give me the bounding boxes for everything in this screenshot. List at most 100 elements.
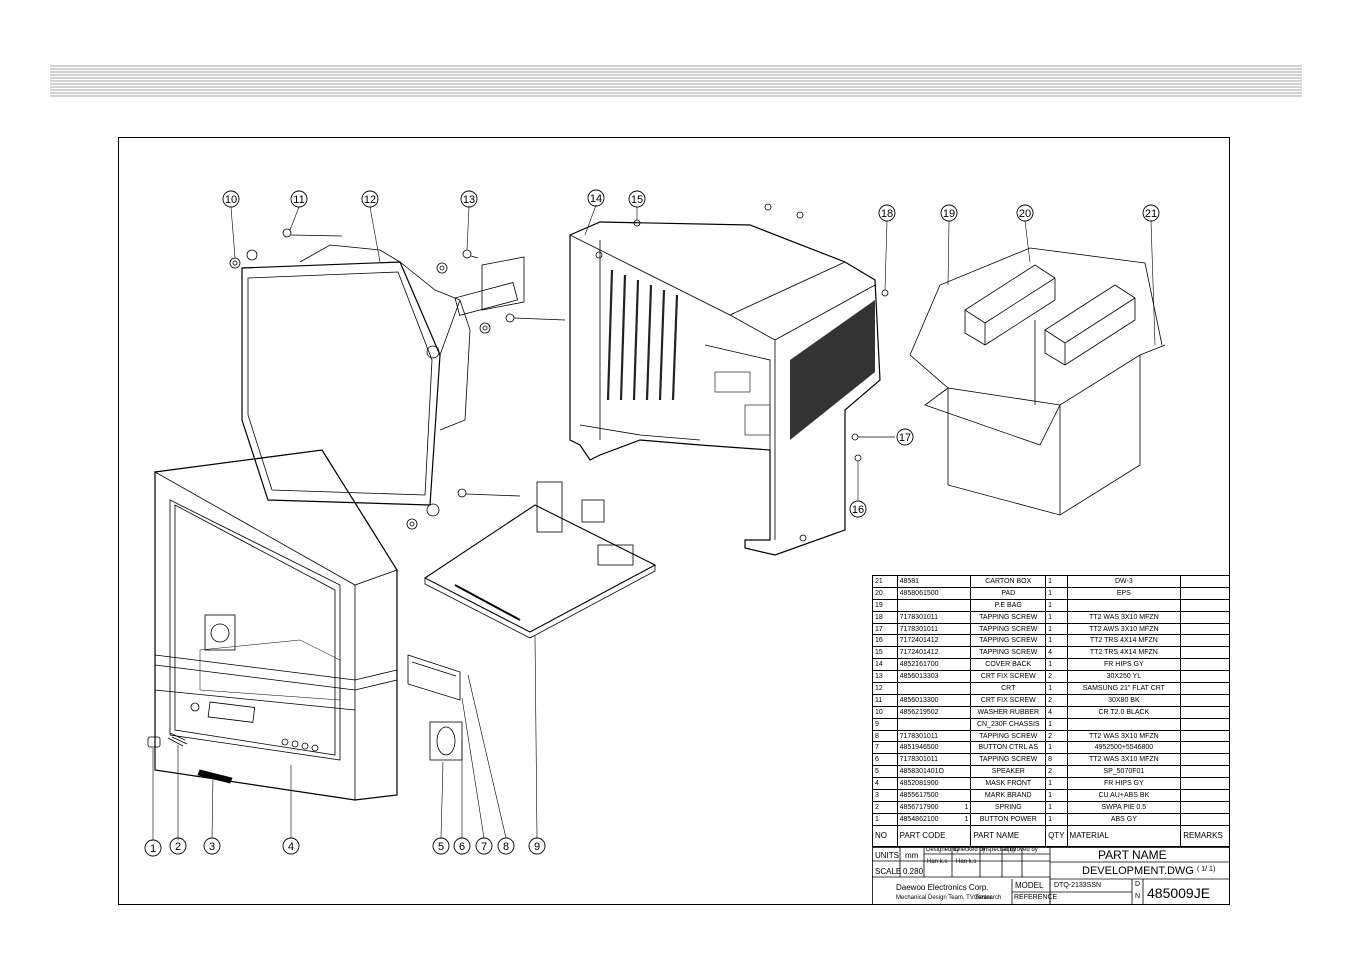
parts-cell-code <box>896 717 972 731</box>
parts-cell-remarks <box>1180 670 1230 684</box>
inspected-by-label: Inspected by <box>982 847 1017 853</box>
parts-cell-qty: 1 <box>1045 598 1068 612</box>
parts-cell-name: TAPPING SCREW <box>970 753 1047 767</box>
title-block-grid <box>872 847 1230 905</box>
parts-cell-material: 30X80 BK <box>1066 693 1182 707</box>
drawing-number: 485009JE <box>1147 885 1211 901</box>
chassis-board <box>423 481 657 639</box>
parts-cell-qty: 1 <box>1045 658 1068 672</box>
parts-cell-qty: 1 <box>1045 800 1068 814</box>
header-remarks: REMARKS <box>1180 824 1230 847</box>
parts-cell-no: 19 <box>872 598 898 612</box>
checker-signature: Han k.s <box>956 859 977 865</box>
crt-washers <box>229 228 566 530</box>
parts-cell-remarks <box>1180 610 1230 624</box>
dn-label-d: D <box>1135 881 1141 888</box>
parts-cell-code <box>896 682 972 695</box>
parts-cell-remarks <box>1180 717 1230 731</box>
department-name: Mechanical Design Team, TV Research <box>896 895 1002 901</box>
parts-cell-qty: 1 <box>1045 789 1068 802</box>
parts-cell-no: 17 <box>872 622 898 636</box>
parts-cell-material: TT2 WAS 3X10 MFZN <box>1066 610 1182 624</box>
back-screws <box>633 203 895 542</box>
parts-cell-code: 4851946500 <box>896 741 972 755</box>
callout-6: 6 <box>459 841 465 853</box>
callout-17: 17 <box>899 432 911 444</box>
parts-cell-name: WASHER RUBBER <box>970 705 1047 719</box>
parts-cell-remarks <box>1180 765 1230 779</box>
parts-cell-material: SWPA PIE 0.5 <box>1066 800 1182 814</box>
title-block: UNITS mm SCALE 0.280 Designed by Checked… <box>872 847 1230 905</box>
parts-cell-qty: 1 <box>1045 717 1068 731</box>
parts-cell-name: COVER BACK <box>970 658 1047 672</box>
callout-15: 15 <box>631 194 643 206</box>
callout-8: 8 <box>503 841 509 853</box>
parts-cell-qty: 1 <box>1045 586 1068 600</box>
model-label: MODEL <box>1015 881 1044 890</box>
cover-back <box>569 221 881 556</box>
parts-cell-qty: 2 <box>1045 765 1068 779</box>
parts-cell-qty: 1 <box>1045 682 1068 695</box>
callout-circles <box>144 189 1160 857</box>
parts-cell-remarks <box>1180 741 1230 755</box>
code-suffix-mark: 1 <box>964 815 969 823</box>
parts-cell-code: 7178301011 <box>896 622 972 636</box>
parts-cell-name: CARTON BOX <box>970 575 1047 588</box>
parts-cell-qty: 2 <box>1045 729 1068 743</box>
parts-cell-material: 30X250 YL <box>1066 670 1182 684</box>
sheet-number: ( 1/ 1) <box>1197 866 1216 873</box>
parts-cell-no: 3 <box>872 789 898 802</box>
parts-cell-material: CR T2.0 BLACK <box>1066 705 1182 719</box>
parts-cell-remarks <box>1180 705 1230 719</box>
callout-18: 18 <box>881 208 893 220</box>
parts-cell-material: EPS <box>1066 586 1182 600</box>
parts-cell-material: 4952500+5546800 <box>1066 741 1182 755</box>
parts-cell-material: TT2 TRS 4X14 MFZN <box>1066 646 1182 660</box>
callout-1: 1 <box>150 843 156 855</box>
header-no: NO <box>872 824 898 847</box>
callout-12: 12 <box>364 194 376 206</box>
carton-pads <box>964 264 1136 366</box>
callout-9: 9 <box>534 841 540 853</box>
parts-cell-name: MASK FRONT <box>970 777 1047 791</box>
parts-cell-name: PAD <box>970 586 1047 600</box>
parts-cell-qty: 8 <box>1045 753 1068 767</box>
parts-cell-qty: 1 <box>1045 622 1068 636</box>
parts-cell-code: 4852161700 <box>896 658 972 672</box>
parts-cell-qty: 1 <box>1045 812 1068 826</box>
parts-cell-code: 7178301011 <box>896 753 972 767</box>
units-label: UNITS <box>875 851 899 860</box>
parts-cell-remarks <box>1180 789 1230 802</box>
parts-cell-name: CRT FIX SCREW <box>970 693 1047 707</box>
parts-cell-no: 8 <box>872 729 898 743</box>
parts-cell-code: 7172401412 <box>896 634 972 648</box>
parts-cell-remarks <box>1180 658 1230 672</box>
parts-cell-name: TAPPING SCREW <box>970 729 1047 743</box>
callout-11: 11 <box>293 194 304 206</box>
parts-cell-code <box>896 598 972 612</box>
parts-cell-name: TAPPING SCREW <box>970 622 1047 636</box>
header-material: MATERIAL <box>1066 824 1182 847</box>
parts-cell-name: SPEAKER <box>970 765 1047 779</box>
parts-cell-remarks <box>1180 622 1230 636</box>
parts-cell-qty: 2 <box>1045 670 1068 684</box>
callout-13: 13 <box>463 194 475 206</box>
parts-cell-no: 15 <box>872 646 898 660</box>
parts-cell-code: 4856013300 <box>896 693 972 707</box>
parts-cell-name: TAPPING SCREW <box>970 646 1047 660</box>
callout-20: 20 <box>1019 208 1031 220</box>
parts-cell-code: 7178301011 <box>896 729 972 743</box>
header-qty: QTY <box>1045 824 1068 847</box>
